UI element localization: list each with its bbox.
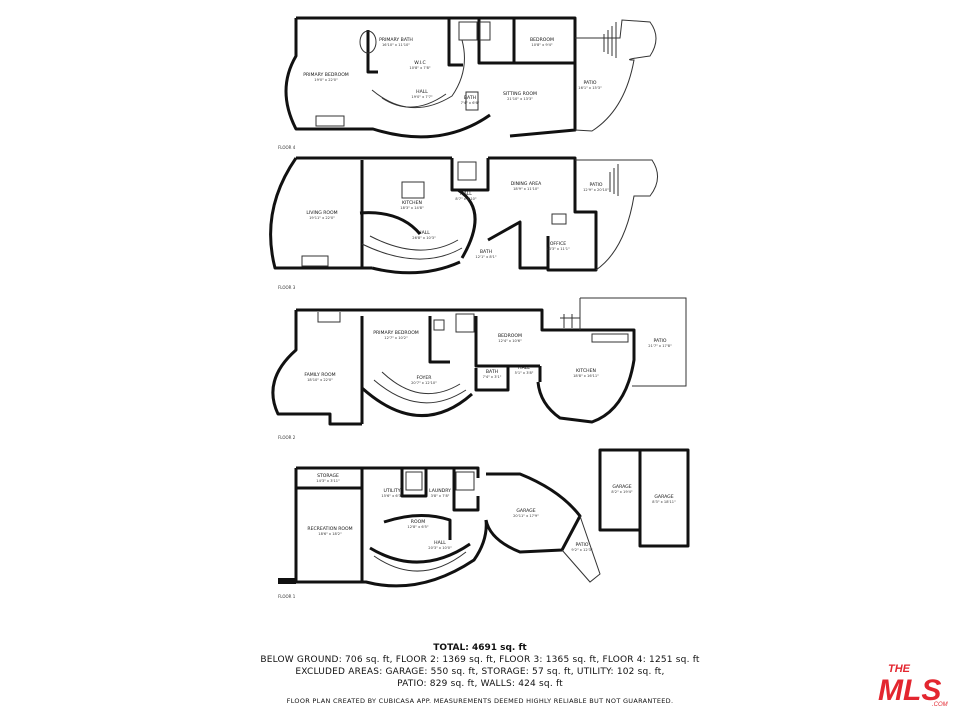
- floor-4-plan: [284, 16, 657, 139]
- floor-2-label: FLOOR 2: [278, 435, 296, 440]
- the-mls-logo: THE MLS .COM: [878, 663, 948, 708]
- room-dims: 8'3" x 18'11": [652, 500, 676, 504]
- room-label: UTILITY: [383, 488, 400, 494]
- room-label: KITCHEN: [402, 200, 422, 206]
- room-label: W.I.C: [414, 60, 426, 66]
- room-dims: 20'11" x 17'9": [513, 514, 539, 518]
- room-dims: 18'10" x 22'0": [307, 378, 333, 382]
- room-label: SITTING ROOM: [503, 91, 537, 97]
- room-label: DINING AREA: [511, 181, 542, 187]
- room-dims: 7'4" x 6'6": [461, 101, 480, 105]
- room-label: OFFICE: [550, 241, 566, 247]
- room-dims: 12'1" x 8'1": [475, 255, 496, 259]
- room-label: BEDROOM: [530, 37, 554, 43]
- room-dims: 18'8" x 16'11": [573, 374, 599, 378]
- room-dims: 18'6" x 18'2": [318, 532, 342, 536]
- room-dims: 8'2" x 19'4": [611, 490, 632, 494]
- room-dims: 3'8" x 7'8": [431, 494, 450, 498]
- room-dims: 10'8" x 7'8": [409, 66, 430, 70]
- logo-com-text: .COM: [932, 702, 948, 708]
- room-label: KITCHEN: [576, 368, 596, 374]
- room-dims: 14'3" x 3'11": [316, 479, 340, 483]
- floor-3-label: FLOOR 3: [278, 285, 296, 290]
- room-label: ROOM: [411, 519, 425, 525]
- room-label: LAUNDRY: [429, 488, 451, 494]
- excluded-areas-continued: PATIO: 829 sq. ft, WALLS: 424 sq. ft: [397, 679, 563, 689]
- room-label: PATIO: [575, 542, 588, 548]
- room-dims: 20'7" x 12'10": [411, 381, 437, 385]
- room-dims: 18'9" x 11'10": [513, 187, 539, 191]
- room-label: PATIO: [589, 182, 602, 188]
- room-label: FAMILY ROOM: [304, 372, 335, 378]
- room-dims: 5'1" x 3'8": [515, 371, 534, 375]
- room-label: HALL: [434, 540, 446, 546]
- room-dims: 12'9" x 20'10": [583, 188, 609, 192]
- room-label: HALL: [518, 365, 530, 371]
- room-label: HALL: [460, 191, 472, 197]
- room-dims: 19'11" x 22'0": [309, 216, 335, 220]
- floor-1-label: FLOOR 1: [278, 594, 296, 599]
- floor-3-plan: [269, 156, 658, 275]
- floor-4-label: FLOOR 4: [278, 145, 296, 150]
- room-dims: 12'8" x 6'5": [407, 525, 428, 529]
- room-label: BEDROOM: [498, 333, 522, 339]
- room-dims: 15'6" x 6'3": [381, 494, 402, 498]
- room-label: HALL: [418, 230, 430, 236]
- room-label: GARAGE: [612, 484, 631, 490]
- room-label: PRIMARY BATH: [379, 37, 413, 43]
- floor-1-plan: [278, 448, 690, 588]
- room-label: RECREATION ROOM: [307, 526, 352, 532]
- room-label: FOYER: [417, 375, 433, 381]
- logo-the-text: THE: [888, 663, 911, 675]
- room-label: PRIMARY BEDROOM: [303, 72, 349, 78]
- area-breakdown: BELOW GROUND: 706 sq. ft, FLOOR 2: 1369 …: [260, 655, 700, 665]
- room-dims: 7'4" x 3'1": [483, 375, 502, 379]
- logo-mls-text: MLS: [878, 674, 941, 707]
- room-dims: 19'0" x 22'0": [314, 78, 338, 82]
- room-dims: 16'1" x 15'3": [578, 86, 602, 90]
- credit-text: FLOOR PLAN CREATED BY CUBICASA APP. MEAS…: [286, 697, 674, 705]
- room-dims: 12'4" x 10'6": [498, 339, 522, 343]
- room-label: PRIMARY BEDROOM: [373, 330, 419, 336]
- room-dims: 26'8" x 10'3": [412, 236, 436, 240]
- room-dims: 21'7" x 17'8": [648, 344, 672, 348]
- floor-2-plan: [271, 297, 687, 426]
- room-dims: 9'2" x 12'3": [571, 548, 592, 552]
- room-dims: 18'3" x 14'8": [400, 206, 424, 210]
- room-dims: 20'3" x 10'0": [428, 546, 452, 550]
- room-label: PATIO: [583, 80, 596, 86]
- excluded-areas: EXCLUDED AREAS: GARAGE: 550 sq. ft, STOR…: [295, 667, 665, 677]
- room-dims: 19'0" x 7'7": [411, 95, 432, 99]
- room-dims: 8'7" x 4'10": [455, 197, 476, 201]
- room-label: BATH: [464, 95, 476, 101]
- room-dims: 12'7" x 10'2": [384, 336, 408, 340]
- room-label: BATH: [480, 249, 492, 255]
- room-label: HALL: [416, 89, 428, 95]
- room-label: GARAGE: [654, 494, 673, 500]
- room-dims: 14'3" x 11'1": [546, 247, 570, 251]
- room-label: LIVING ROOM: [306, 210, 337, 216]
- room-dims: 21'10" x 13'3": [507, 97, 533, 101]
- room-label: STORAGE: [317, 473, 339, 479]
- room-dims: 10'8" x 9'4": [531, 43, 552, 47]
- room-label: GARAGE: [516, 508, 535, 514]
- room-label: BATH: [486, 369, 498, 375]
- total-area: TOTAL: 4691 sq. ft: [433, 643, 527, 653]
- room-dims: 16'10" x 11'10": [382, 43, 410, 47]
- room-label: PATIO: [653, 338, 666, 344]
